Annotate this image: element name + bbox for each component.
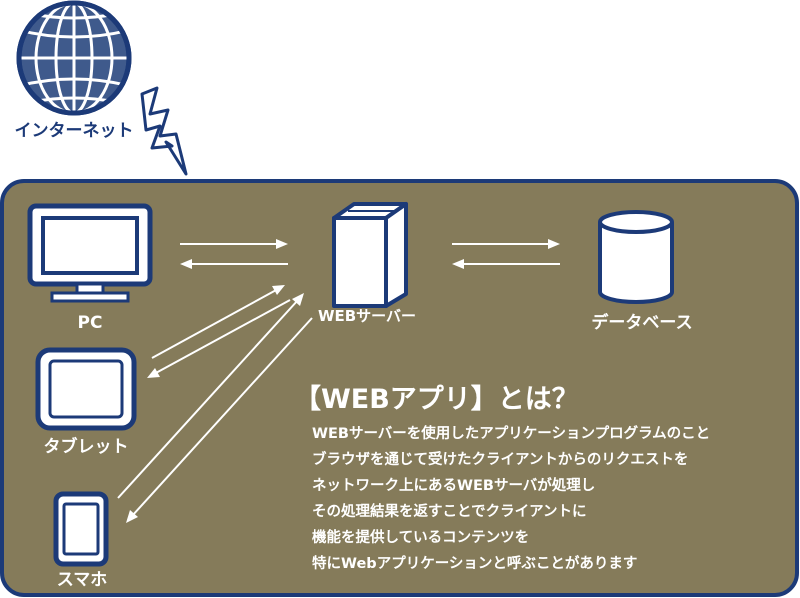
arrow-pc-to-server [180, 239, 288, 249]
explanation-heading: 【WEBアプリ】とは？ [294, 384, 579, 415]
smartphone-icon [53, 491, 109, 567]
tablet-icon [35, 347, 137, 431]
arrow-server-to-pc [180, 259, 288, 269]
explanation-line: その処理結果を返すことでクライアントに [312, 502, 586, 520]
arrow-smartphone-to-server [117, 293, 304, 499]
explanation-body: WEBサーバーを使用したアプリケーションプログラムのこと ブラウザを通じて受けた… [312, 424, 710, 572]
tablet-label: タブレット [44, 436, 129, 457]
explanation-line: 特にWebアプリケーションと呼ぶことがあります [312, 554, 637, 572]
explanation-line: 機能を提供しているコンテンツを [312, 528, 529, 546]
web-server-icon [332, 202, 408, 308]
database-label: データベース [591, 312, 692, 333]
arrow-database-to-server [452, 259, 560, 269]
lightning-bolt-icon [140, 86, 188, 176]
arrow-server-to-tablet [147, 299, 291, 378]
database-icon [598, 210, 674, 304]
explanation-line: ブラウザを通じて受けたクライアントからのリクエストを [312, 450, 688, 468]
pc-label: PC [78, 313, 103, 333]
pc-monitor-icon [27, 203, 153, 303]
arrow-tablet-to-server [151, 285, 285, 359]
arrow-server-to-smartphone [126, 317, 313, 523]
explanation-line: ネットワーク上にあるWEBサーバが処理し [312, 476, 595, 494]
smartphone-label: スマホ [57, 570, 108, 590]
explanation-line: WEBサーバーを使用したアプリケーションプログラムのこと [312, 424, 710, 442]
web-server-label: WEBサーバー [318, 307, 416, 325]
globe-icon [16, 0, 132, 116]
arrow-server-to-database [452, 239, 560, 249]
internet-label: インターネット [15, 121, 134, 141]
